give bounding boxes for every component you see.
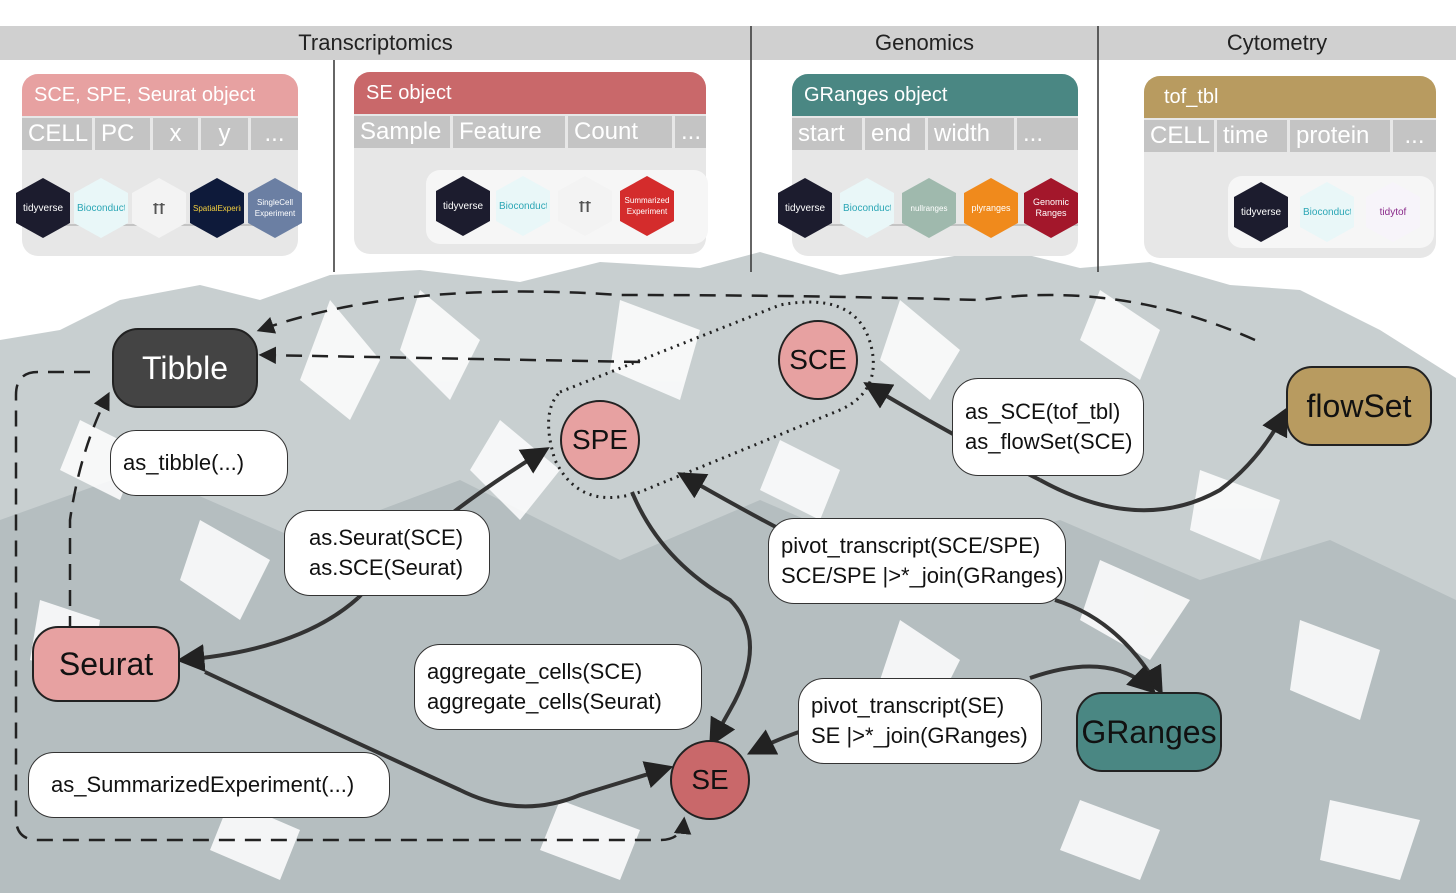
- node-sce[interactable]: SCE: [778, 320, 858, 400]
- node-tibble[interactable]: Tibble: [112, 328, 258, 408]
- card-title: SCE, SPE, Seurat object: [22, 74, 298, 116]
- card-columns: start end width ...: [792, 118, 1078, 150]
- card-sce-spe-seurat: SCE, SPE, Seurat object CELL PC x y ... …: [16, 74, 302, 256]
- bioconductor-logo: Bioconductor: [1300, 182, 1354, 242]
- bioconductor-logo: Bioconductor: [496, 176, 550, 236]
- card-title: GRanges object: [792, 74, 1078, 116]
- function-label: SCE/SPE |>*_join(GRanges): [781, 563, 1064, 588]
- plyranges-logo: plyranges: [964, 178, 1018, 238]
- label-as-tibble: as_tibble(...): [110, 430, 288, 496]
- nullranges-logo: nullranges: [902, 178, 956, 238]
- function-label: as_SCE(tof_tbl): [965, 399, 1121, 424]
- column-header: PC: [95, 118, 150, 150]
- card-columns: CELL time protein ...: [1144, 120, 1436, 152]
- label-as-summarizedexperiment: as_SummarizedExperiment(...): [28, 752, 390, 818]
- bioconductor-logo: Bioconductor: [840, 178, 894, 238]
- column-header: width: [928, 118, 1014, 150]
- column-header: ...: [251, 118, 298, 150]
- tidyverse-logo: tidyverse: [778, 178, 832, 238]
- card-title: SE object: [354, 72, 706, 114]
- card-tof-tbl: tof_tbl CELL time protein ... tidyverse …: [1144, 76, 1436, 258]
- column-header: ...: [675, 116, 706, 148]
- arrow-to-seurat: [176, 596, 360, 673]
- function-label: pivot_transcript(SE): [811, 693, 1005, 718]
- arrow-flowset-sce: [1039, 407, 1288, 513]
- label-pivot-sce-spe: pivot_transcript(SCE/SPE) SCE/SPE |>*_jo…: [768, 518, 1066, 604]
- arrow-tibble-from-flowset: [256, 290, 1256, 342]
- function-label: aggregate_cells(SCE): [427, 659, 643, 684]
- arrow-tibble-from-sce: [258, 346, 641, 365]
- section-label-genomics: Genomics: [874, 30, 975, 55]
- node-flowset[interactable]: flowSet: [1286, 366, 1432, 446]
- tidytranscriptomics-logo: tt: [132, 178, 186, 238]
- node-seurat[interactable]: Seurat: [32, 626, 180, 702]
- column-header: CELL: [22, 118, 92, 150]
- summarizedexperiment-logo: Summarized Experiment: [620, 176, 674, 236]
- label-aggregate-cells: aggregate_cells(SCE) aggregate_cells(Seu…: [414, 644, 702, 730]
- label-flowset-conversion: as_SCE(tof_tbl) as_flowSet(SCE): [952, 378, 1144, 476]
- node-spe[interactable]: SPE: [560, 400, 640, 480]
- sce-spe-group-outline: [547, 300, 875, 500]
- function-label: as_flowSet(SCE): [965, 429, 1133, 454]
- column-header: Feature: [453, 116, 565, 148]
- card-se: SE object Sample Feature Count ... tidyv…: [354, 72, 708, 254]
- tidytof-logo: tidytof: [1366, 182, 1420, 242]
- column-header: CELL: [1144, 120, 1214, 152]
- arrow-tibble-from-seurat: [68, 391, 110, 632]
- function-label: pivot_transcript(SCE/SPE): [781, 533, 1041, 558]
- function-label: as_SummarizedExperiment(...): [51, 772, 355, 797]
- bioconductor-logo: Bioconductor: [74, 178, 128, 238]
- card-columns: Sample Feature Count ...: [354, 116, 706, 148]
- column-header: start: [792, 118, 862, 150]
- function-label: SE |>*_join(GRanges): [811, 723, 1028, 748]
- column-header: Count: [568, 116, 672, 148]
- header-bar: [0, 26, 1456, 60]
- arrow-pivot-se-granges: [1029, 664, 1157, 694]
- column-header: x: [153, 118, 198, 150]
- arrow-spe-se: [630, 491, 752, 747]
- tidytranscriptomics-logo: tt: [558, 176, 612, 236]
- column-header: time: [1217, 120, 1287, 152]
- column-header: protein: [1290, 120, 1390, 152]
- tidyverse-logo: tidyverse: [16, 178, 70, 238]
- label-seurat-conversion: as.Seurat(SCE) as.SCE(Seurat): [284, 510, 490, 596]
- section-label-cytometry: Cytometry: [1226, 30, 1328, 55]
- node-granges[interactable]: GRanges: [1076, 692, 1222, 772]
- function-label: as_tibble(...): [123, 450, 245, 475]
- column-header: end: [865, 118, 925, 150]
- label-pivot-se: pivot_transcript(SE) SE |>*_join(GRanges…: [798, 678, 1042, 764]
- section-label-transcriptomics: Transcriptomics: [298, 30, 453, 55]
- tidyverse-logo: tidyverse: [1234, 182, 1288, 242]
- column-header: ...: [1017, 118, 1078, 150]
- function-label: as.Seurat(SCE): [309, 525, 464, 550]
- function-label: aggregate_cells(Seurat): [427, 689, 662, 714]
- node-se[interactable]: SE: [670, 740, 750, 820]
- snow-streaks: [30, 290, 1420, 880]
- genomicranges-logo: Genomic Ranges: [1024, 178, 1078, 238]
- card-columns: CELL PC x y ...: [22, 118, 298, 150]
- arrow-loop-tibble-to-se: [14, 370, 692, 842]
- arrow-seurat-se: [204, 670, 674, 809]
- function-label: as.SCE(Seurat): [309, 555, 464, 580]
- card-title: tof_tbl: [1144, 76, 1436, 118]
- column-header: Sample: [354, 116, 450, 148]
- column-header: ...: [1393, 120, 1436, 152]
- column-header: y: [201, 118, 248, 150]
- singlecellexperiment-logo: SingleCell Experiment: [248, 178, 302, 238]
- tidyverse-logo: tidyverse: [436, 176, 490, 236]
- card-granges: GRanges object start end width ... tidyv…: [778, 74, 1078, 256]
- spatialexperiment-logo: SpatialExperiment: [190, 178, 244, 238]
